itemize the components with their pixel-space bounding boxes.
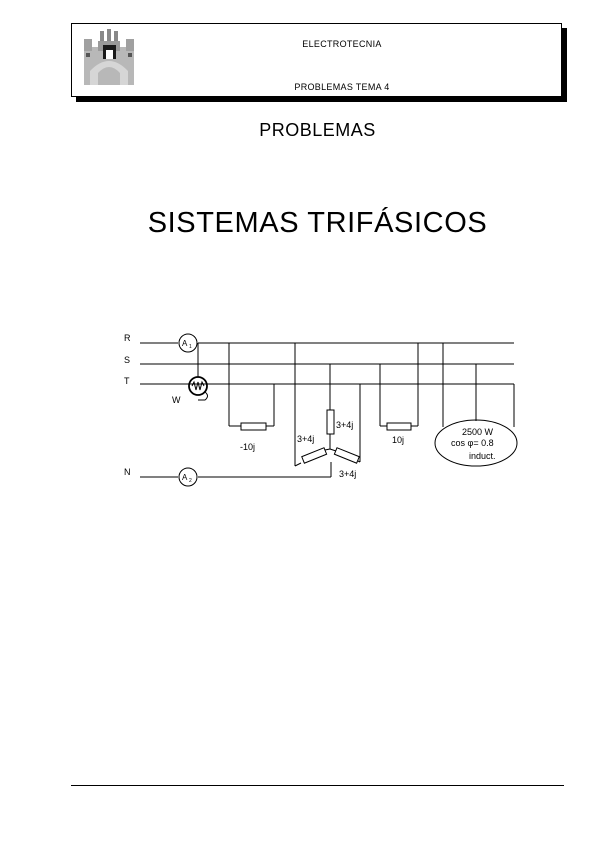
header-box: ELECTROTECNIA PROBLEMAS TEMA 4 xyxy=(71,23,562,97)
university-logo-icon xyxy=(84,29,134,85)
header-title: ELECTROTECNIA xyxy=(302,39,382,49)
ammeter-a1-icon xyxy=(178,333,198,353)
star-impedance-right-icon xyxy=(333,447,360,464)
ammeter-a2-label: A xyxy=(182,473,188,482)
impedance-10j-label: 10j xyxy=(392,435,404,445)
line-r-label: R xyxy=(124,333,131,343)
section-heading: PROBLEMAS xyxy=(259,120,376,140)
page-title: SISTEMAS TRIFÁSICOS xyxy=(147,207,488,239)
star-right-to-node xyxy=(329,448,337,452)
three-phase-load-icon xyxy=(434,419,518,467)
wattmeter-label: W xyxy=(172,395,181,405)
star-left-lead xyxy=(294,462,302,467)
load-pf-label: cos φ= 0.8 xyxy=(451,438,494,448)
star-impedance-left-label: 3+4j xyxy=(297,434,314,444)
header-subtitle: PROBLEMAS TEMA 4 xyxy=(294,82,390,92)
line-s-label: S xyxy=(124,355,130,365)
ammeter-a1-sub: 1 xyxy=(189,344,192,350)
line-n-label: N xyxy=(124,467,131,477)
wattmeter-coil-icon xyxy=(191,380,205,391)
star-impedance-top-icon xyxy=(326,409,335,435)
star-impedance-left-icon xyxy=(301,447,328,464)
line-t-label: T xyxy=(124,376,130,386)
star-right-lead xyxy=(357,460,361,463)
ammeter-a2-sub: 2 xyxy=(189,478,192,484)
wattmeter-lead-t xyxy=(198,391,208,401)
star-impedance-top-label: 3+4j xyxy=(336,420,353,430)
star-impedance-right-label: 3+4j xyxy=(339,469,356,479)
ammeter-a1-label: A xyxy=(182,339,188,348)
impedance-minus10j-icon xyxy=(240,422,267,431)
wattmeter-icon xyxy=(188,376,208,396)
star-left-to-node xyxy=(324,448,331,451)
impedance-minus10j-label: -10j xyxy=(240,442,255,452)
footer-rule xyxy=(71,785,564,786)
ammeter-a2-icon xyxy=(178,467,198,487)
load-power-label: 2500 W xyxy=(462,427,494,437)
load-type-label: induct. xyxy=(469,451,496,461)
impedance-10j-icon xyxy=(386,422,412,431)
